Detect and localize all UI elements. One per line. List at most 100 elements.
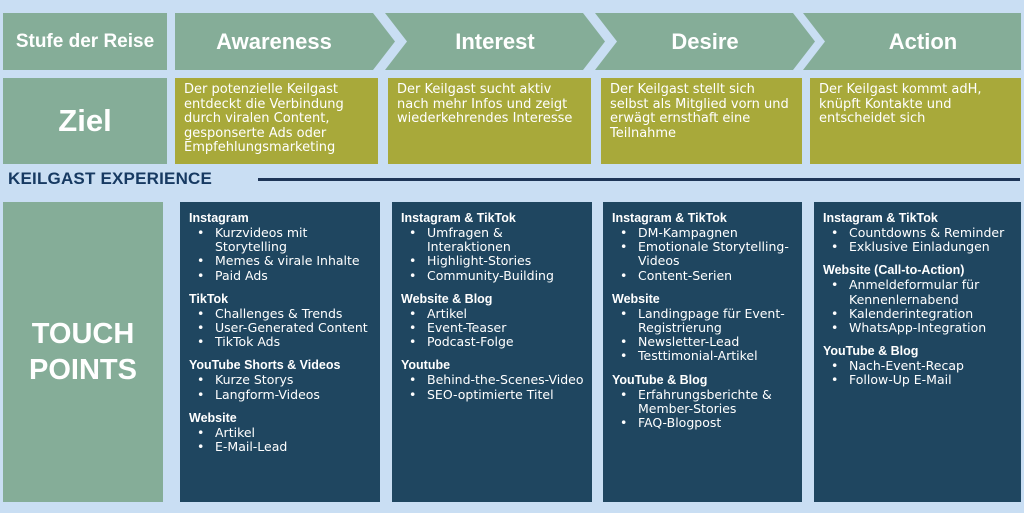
list-item: TikTok Ads — [189, 335, 374, 350]
experience-label: KEILGAST EXPERIENCE — [8, 169, 213, 188]
stage-awareness: Awareness — [175, 13, 395, 70]
list-item: Umfragen & Interaktionen — [401, 225, 586, 254]
channel-title: YouTube Shorts & Videos — [189, 358, 341, 373]
list-item: Content-Serien — [612, 268, 796, 283]
chevron-shape — [175, 13, 395, 70]
list-item: Kalenderintegration — [823, 306, 1015, 321]
list-item: Community-Building — [401, 268, 586, 283]
stage-label: Action — [888, 28, 958, 54]
channel-group: YouTube & BlogNach-Event-RecapFollow-Up … — [823, 344, 1015, 388]
chevron-shape — [385, 13, 605, 70]
channel-list: ArtikelEvent-TeaserPodcast-Folge — [401, 306, 586, 350]
list-item: Podcast-Folge — [401, 335, 586, 350]
stage-label: Interest — [455, 28, 535, 54]
list-item: Highlight-Stories — [401, 254, 586, 269]
channel-list: DM-KampagnenEmotionale Storytelling-Vide… — [612, 225, 796, 283]
list-item: Emotionale Storytelling-Videos — [612, 240, 796, 269]
channel-list: Kurzvideos mit StorytellingMemes & viral… — [189, 225, 374, 283]
channel-title: Instagram & TikTok — [823, 211, 938, 225]
channel-title: Instagram & TikTok — [401, 211, 516, 225]
channel-title: TikTok — [189, 291, 229, 306]
channel-group: Website (Call-to-Action)Anmeldeformular … — [823, 263, 1015, 335]
goal-awareness: Der potenzielle Keilgast entdeckt die Ve… — [175, 78, 378, 164]
channel-group: YoutubeBehind-the-Scenes-VideoSEO-optimi… — [401, 358, 586, 402]
list-item: Memes & virale Inhalte — [189, 254, 374, 269]
goal-row-label: Ziel — [3, 78, 167, 164]
touchpoints-awareness: InstagramKurzvideos mit StorytellingMeme… — [180, 202, 380, 502]
goal-desire: Der Keilgast stellt sich selbst als Mitg… — [601, 78, 802, 164]
channel-list: Anmeldeformular für KennenlernabendKalen… — [823, 278, 1015, 336]
list-item: WhatsApp-Integration — [823, 320, 1015, 335]
list-item: Anmeldeformular für Kennenlernabend — [823, 278, 1015, 307]
channel-group: Website & BlogArtikelEvent-TeaserPodcast… — [401, 292, 586, 350]
channel-title: Website — [189, 410, 237, 425]
channel-list: Erfahrungsberichte & Member-StoriesFAQ-B… — [612, 387, 796, 431]
list-item: Landingpage für Event-Registrierung — [612, 306, 796, 335]
channel-list: Behind-the-Scenes-VideoSEO-optimierte Ti… — [401, 373, 586, 402]
channel-title: Website — [612, 291, 660, 306]
list-item: Exklusive Einladungen — [823, 240, 1015, 255]
channel-list: Nach-Event-RecapFollow-Up E-Mail — [823, 359, 1015, 388]
channel-title: Instagram — [189, 211, 249, 225]
touchpoints-interest: Instagram & TikTokUmfragen & Interaktion… — [392, 202, 592, 502]
stage-label: Desire — [671, 28, 739, 54]
goal-row-label-text: Ziel — [58, 103, 112, 138]
touch-points-label: TOUCH POINTS — [3, 202, 163, 502]
touchpoints-action: Instagram & TikTokCountdowns & ReminderE… — [814, 202, 1021, 502]
channel-group: YouTube & BlogErfahrungsberichte & Membe… — [612, 373, 796, 431]
channel-title: Website (Call-to-Action) — [823, 263, 965, 278]
channel-list: ArtikelE-Mail-Lead — [189, 425, 374, 454]
stage-action: Action — [803, 13, 1021, 70]
list-item: Paid Ads — [189, 268, 374, 283]
channel-group: WebsiteLandingpage für Event-Registrieru… — [612, 292, 796, 364]
stage-label: Awareness — [216, 28, 332, 54]
channel-list: Umfragen & InteraktionenHighlight-Storie… — [401, 225, 586, 283]
list-item: Nach-Event-Recap — [823, 359, 1015, 374]
list-item: Follow-Up E-Mail — [823, 373, 1015, 388]
channel-group: WebsiteArtikelE-Mail-Lead — [189, 410, 374, 455]
channel-group: YouTube Shorts & VideosKurze StorysLangf… — [189, 358, 374, 402]
list-item: Kurzvideos mit Storytelling — [189, 225, 374, 254]
divider-line — [258, 178, 1020, 181]
channel-title: Instagram & TikTok — [612, 211, 727, 225]
stage-desire: Desire — [595, 13, 815, 70]
channel-list: Challenges & TrendsUser-Generated Conten… — [189, 306, 374, 350]
list-item: Event-Teaser — [401, 320, 586, 335]
chevron-shape — [803, 13, 1021, 70]
channel-group: InstagramKurzvideos mit StorytellingMeme… — [189, 211, 374, 283]
channel-list: Countdowns & ReminderExklusive Einladung… — [823, 225, 1015, 255]
channel-title: YouTube & Blog — [612, 372, 708, 387]
list-item: Testtimonial-Artikel — [612, 349, 796, 364]
list-item: Countdowns & Reminder — [823, 225, 1015, 240]
stage-row-label: Stufe der Reise — [3, 13, 167, 70]
list-item: Behind-the-Scenes-Video — [401, 373, 586, 388]
channel-group: TikTokChallenges & TrendsUser-Generated … — [189, 292, 374, 350]
channel-group: Instagram & TikTokDM-KampagnenEmotionale… — [612, 211, 796, 283]
list-item: Langform-Videos — [189, 387, 374, 402]
goal-interest: Der Keilgast sucht aktiv nach mehr Infos… — [388, 78, 591, 164]
list-item: Artikel — [401, 306, 586, 321]
channel-list: Kurze StorysLangform-Videos — [189, 373, 374, 402]
list-item: SEO-optimierte Titel — [401, 387, 586, 402]
chevron-shape — [595, 13, 815, 70]
touch-points-label-text: TOUCH POINTS — [29, 318, 137, 386]
channel-title: Website & Blog — [401, 291, 493, 306]
list-item: E-Mail-Lead — [189, 439, 374, 454]
list-item: Kurze Storys — [189, 373, 374, 388]
channel-group: Instagram & TikTokUmfragen & Interaktion… — [401, 211, 586, 283]
channel-list: Landingpage für Event-RegistrierungNewsl… — [612, 306, 796, 364]
list-item: User-Generated Content — [189, 320, 374, 335]
list-item: Erfahrungsberichte & Member-Stories — [612, 387, 796, 416]
goal-action: Der Keilgast kommt adH, knüpft Kontakte … — [810, 78, 1021, 164]
list-item: Challenges & Trends — [189, 306, 374, 321]
list-item: DM-Kampagnen — [612, 225, 796, 240]
list-item: FAQ-Blogpost — [612, 415, 796, 430]
touchpoints-desire: Instagram & TikTokDM-KampagnenEmotionale… — [603, 202, 802, 502]
list-item: Newsletter-Lead — [612, 335, 796, 350]
channel-title: YouTube & Blog — [823, 344, 919, 359]
channel-group: Instagram & TikTokCountdowns & ReminderE… — [823, 211, 1015, 255]
list-item: Artikel — [189, 425, 374, 440]
stage-row-label-text: Stufe der Reise — [15, 30, 155, 52]
stage-interest: Interest — [385, 13, 605, 70]
channel-title: Youtube — [401, 358, 451, 373]
